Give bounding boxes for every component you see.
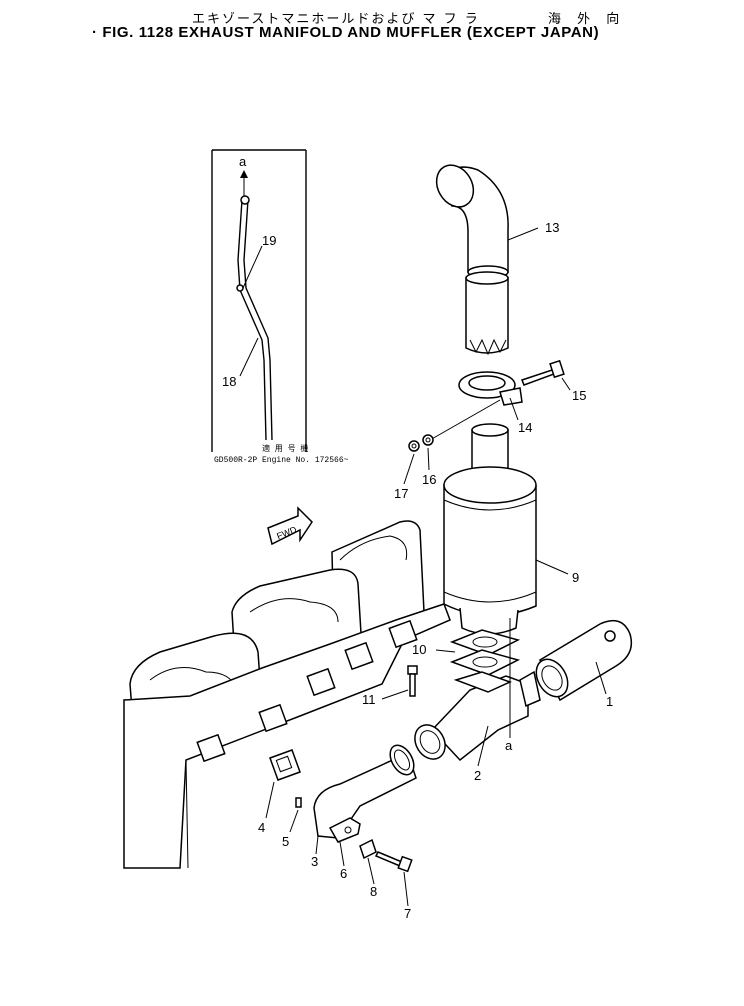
- label-3: 3: [311, 854, 318, 869]
- label-18: 18: [222, 374, 236, 389]
- bracket-6: [328, 817, 361, 843]
- pin-5: [295, 797, 302, 808]
- label-13: 13: [545, 220, 559, 235]
- exhaust-manifold-2: [414, 670, 541, 762]
- label-19: 19: [262, 233, 276, 248]
- label-17: 17: [394, 486, 408, 501]
- inset-note-jp: 適 用 号 機: [262, 443, 308, 454]
- washer-8: [359, 838, 377, 860]
- label-9: 9: [572, 570, 579, 585]
- label-15: 15: [572, 388, 586, 403]
- japanese-destination: 海 外 向: [548, 12, 626, 27]
- label-11: 11: [362, 692, 376, 707]
- inset-note: GD500R-2P Engine No. 172566~: [214, 456, 349, 465]
- fwd-arrow-icon: FWD: [267, 506, 313, 546]
- ref-mark-a: a: [505, 738, 513, 753]
- label-10: 10: [412, 642, 426, 657]
- inset-ref-mark: a: [239, 154, 247, 169]
- tail-pipe-13: [435, 164, 509, 356]
- label-16: 16: [422, 472, 436, 487]
- exhaust-manifold-3: [313, 744, 417, 839]
- japanese-title: エキゾーストマニホールドおよび マ フ ラ: [192, 12, 480, 27]
- label-7: 7: [404, 906, 411, 921]
- nut-16: [422, 434, 434, 446]
- bolt-15: [521, 359, 565, 386]
- label-8: 8: [370, 884, 377, 899]
- pipe-18: [236, 195, 273, 441]
- label-2: 2: [474, 768, 481, 783]
- inset-panel: a 19 18 適 用 号 機 GD500R-2P Engine No. 172…: [211, 149, 349, 465]
- label-1: 1: [606, 694, 613, 709]
- exhaust-manifold-1: [535, 619, 633, 702]
- bolt-11: [407, 665, 418, 697]
- muffler-9: [443, 423, 537, 635]
- label-4: 4: [258, 820, 265, 835]
- nut-17: [408, 440, 420, 452]
- gasket-10: [449, 629, 521, 676]
- label-14: 14: [518, 420, 532, 435]
- gasket-4: [269, 749, 301, 781]
- label-5: 5: [282, 834, 289, 849]
- engine-cylinder-heads: [123, 520, 451, 869]
- label-6: 6: [340, 866, 347, 881]
- figure-title: · FIG. 1128 EXHAUST MANIFOLD AND MUFFLER…: [92, 24, 600, 41]
- clamp-14: [458, 371, 523, 406]
- bolt-7: [374, 851, 413, 873]
